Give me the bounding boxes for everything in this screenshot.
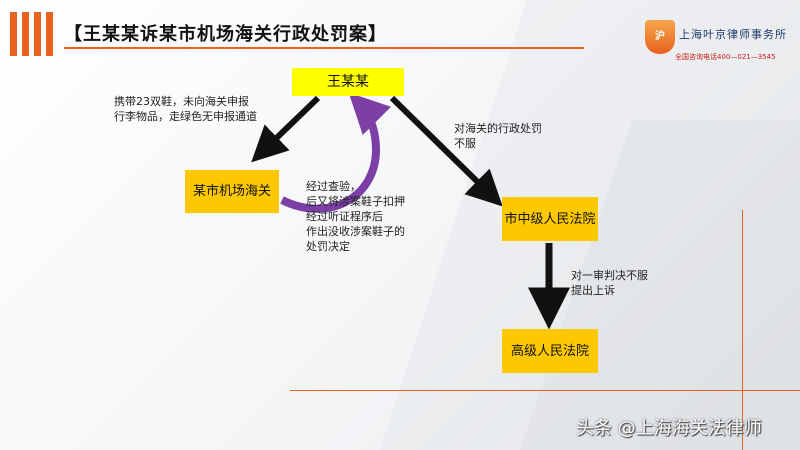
label-line: 行李物品，走绿色无申报通道 (114, 110, 257, 123)
logo-mark-icon: 沪 (645, 20, 675, 54)
label-line: 后又将涉案鞋子扣押 (306, 195, 405, 208)
logo-firm-name: 上海叶京律师事务所 (679, 28, 787, 41)
label-carry: 携带23双鞋，未向海关申报 行李物品，走绿色无申报通道 (114, 94, 257, 124)
footer-rule-vertical (742, 210, 743, 450)
arrow-airport-to-wang (280, 92, 392, 213)
node-high-court: 高级人民法院 (502, 329, 598, 373)
source-watermark: 头条 @上海海关法律师 (576, 418, 762, 439)
label-line: 处罚决定 (306, 240, 350, 253)
label-appeal: 对一审判决不服 提出上诉 (571, 268, 648, 298)
title-decoration-bar (46, 12, 53, 56)
label-line: 经过查验， (306, 180, 361, 193)
title-decoration-bar (22, 12, 29, 56)
label-line: 不服 (454, 137, 476, 150)
title-underline (64, 47, 584, 49)
label-line: 经过听证程序后 (306, 210, 383, 223)
node-city-court: 市中级人民法院 (502, 197, 598, 241)
label-line: 作出没收涉案鞋子的 (306, 225, 405, 238)
title-decoration-bar (34, 12, 41, 56)
title-decoration-bar (10, 12, 17, 56)
label-process: 经过查验， 后又将涉案鞋子扣押 经过听证程序后 作出没收涉案鞋子的 处罚决定 (306, 179, 405, 254)
law-firm-logo: 沪 上海叶京律师事务所 全国咨询电话400—021—3545 (645, 14, 795, 70)
label-line: 对海关的行政处罚 (454, 122, 542, 135)
arrow-wang-to-court (389, 95, 503, 207)
label-line: 对一审判决不服 (571, 269, 648, 282)
label-admin-penalty: 对海关的行政处罚 不服 (454, 121, 542, 151)
footer-rule-horizontal (290, 390, 800, 391)
label-line: 提出上诉 (571, 284, 615, 297)
node-wang: 王某某 (292, 68, 404, 96)
arrow-wang-to-airport (251, 95, 321, 163)
slide-title: 【王某某诉某市机场海关行政处罚案】 (64, 24, 387, 45)
label-line: 携带23双鞋，未向海关申报 (114, 95, 249, 108)
logo-phone: 全国咨询电话400—021—3545 (675, 53, 776, 61)
node-airport-customs: 某市机场海关 (185, 170, 279, 213)
